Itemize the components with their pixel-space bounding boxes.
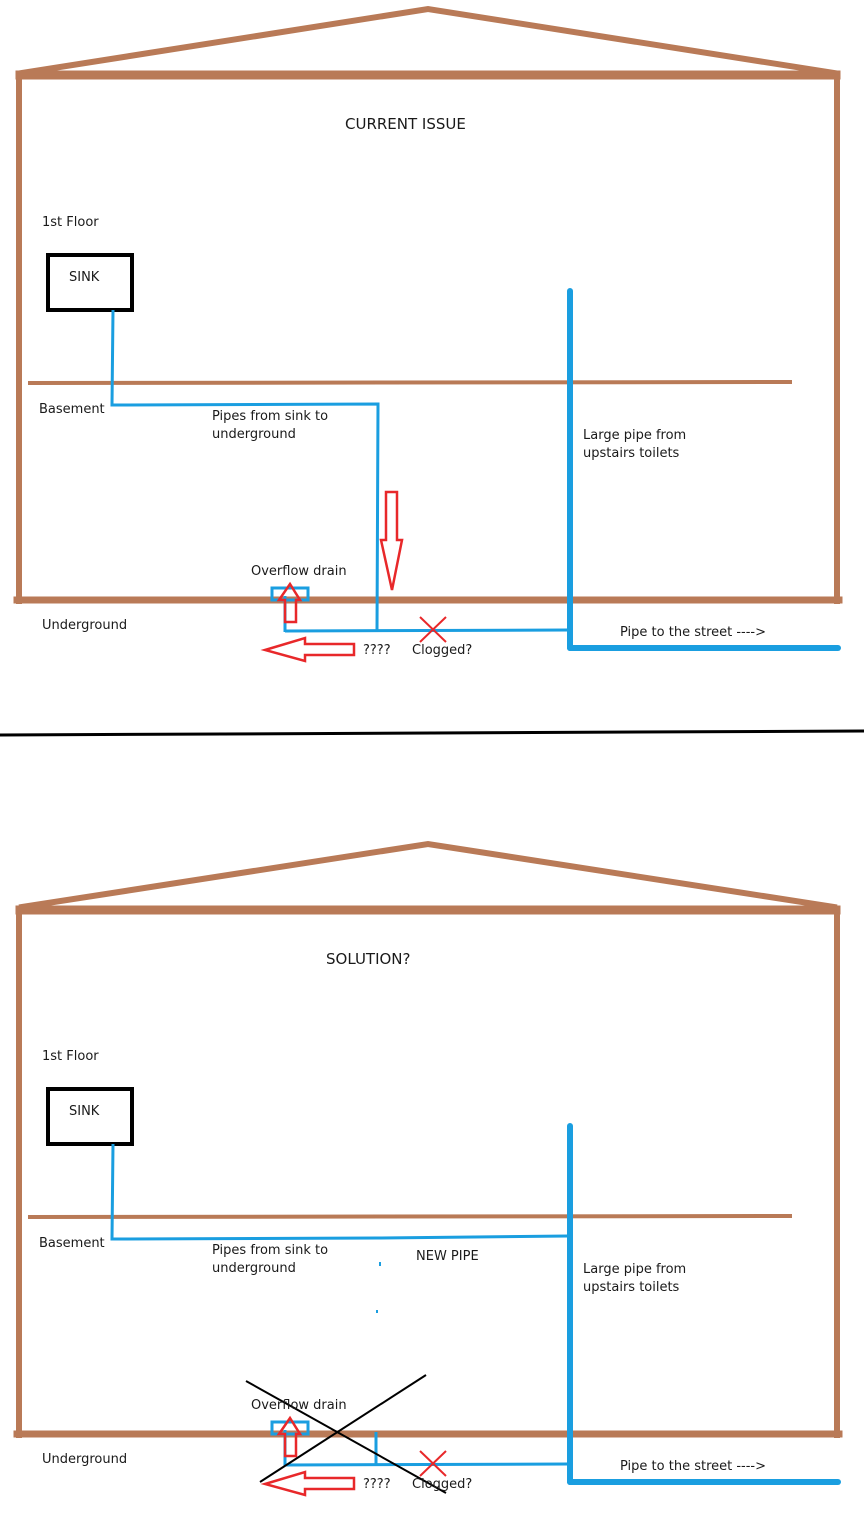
down-arrow	[379, 490, 404, 591]
panel-title: CURRENT ISSUE	[345, 115, 466, 133]
large-pipe-label-line2: upstairs toilets	[583, 446, 680, 461]
sink-pipes	[110, 1143, 570, 1467]
roof	[18, 840, 838, 911]
large-pipe-label-line1: Large pipe from	[583, 428, 686, 443]
street-label: Pipe to the street ---->	[620, 1459, 766, 1474]
roof	[18, 5, 838, 77]
sink-box	[46, 253, 134, 312]
pipes-label-line1: Pipes from sink to	[212, 409, 328, 424]
pipes-label-line2: underground	[212, 1261, 296, 1276]
clogged-label: Clogged?	[412, 1477, 472, 1492]
floor-line	[27, 379, 793, 386]
sink-to-underground-pipe	[110, 309, 380, 631]
sink-label: SINK	[69, 270, 100, 285]
floor-label: 1st Floor	[42, 1049, 99, 1064]
large-pipe-label-line1: Large pipe from	[583, 1262, 686, 1277]
left-arrow	[260, 636, 356, 663]
clogged-label: Clogged?	[412, 643, 472, 658]
underground-pipe	[284, 628, 570, 633]
flow-arrows	[260, 490, 404, 663]
old-pipe-remnants	[376, 1262, 381, 1313]
new-pipe-label: NEW PIPE	[416, 1249, 479, 1264]
sink-pipes	[110, 309, 570, 633]
large-pipe	[567, 288, 841, 651]
clog-x-mark	[419, 1450, 447, 1477]
overflow-label: Overflow drain	[251, 564, 347, 579]
panel-current-issue: CURRENT ISSUE 1st Floor SINK Basement Pi…	[13, 5, 843, 663]
new-pipe	[110, 1143, 569, 1241]
overflow-label: Overflow drain	[251, 1398, 347, 1413]
pipes-label-line2: underground	[212, 427, 296, 442]
house-frame	[13, 5, 843, 604]
floor-label: 1st Floor	[42, 215, 99, 230]
basement-label: Basement	[39, 402, 105, 417]
house-frame	[13, 840, 843, 1438]
large-pipe-label-line2: upstairs toilets	[583, 1280, 680, 1295]
overflow-drain-cap	[270, 1420, 310, 1436]
underground-pipe	[284, 1462, 570, 1467]
pipes-label-line1: Pipes from sink to	[212, 1243, 328, 1258]
large-pipe	[567, 1123, 841, 1485]
unknown-label: ????	[363, 643, 391, 658]
clog-x-mark	[419, 616, 447, 643]
floor-line	[27, 1213, 793, 1220]
up-arrow	[276, 1415, 303, 1458]
panel-title: SOLUTION?	[326, 950, 411, 968]
basement-label: Basement	[39, 1236, 105, 1251]
sink-box	[46, 1087, 134, 1146]
left-arrow	[260, 1470, 356, 1497]
panel-solution: SOLUTION? 1st Floor SINK Basement Pipes …	[13, 840, 843, 1497]
street-label: Pipe to the street ---->	[620, 625, 766, 640]
crossed-out-mark	[245, 1374, 447, 1494]
unknown-label: ????	[363, 1477, 391, 1492]
flow-arrows	[260, 1415, 356, 1497]
sink-label: SINK	[69, 1104, 100, 1119]
panel-divider	[0, 729, 864, 737]
underground-label: Underground	[42, 1452, 127, 1467]
overflow-drain-cap	[270, 586, 310, 602]
underground-label: Underground	[42, 618, 127, 633]
up-arrow	[276, 581, 303, 624]
